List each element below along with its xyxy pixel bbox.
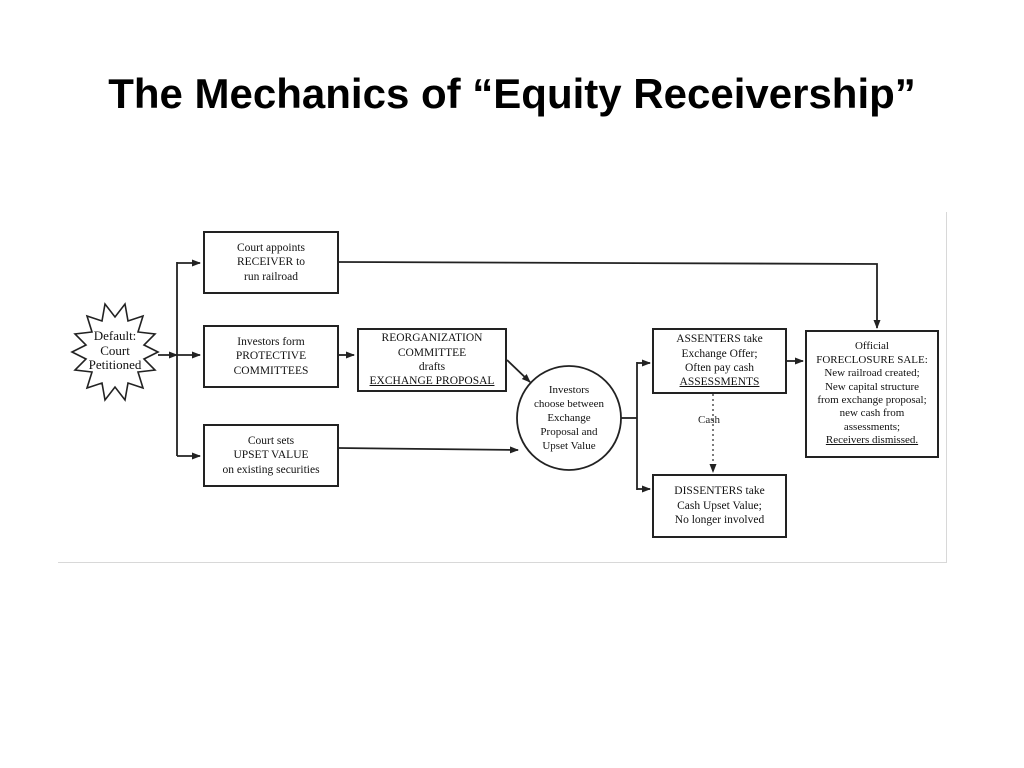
foreclosure-sale-box: Official FORECLOSURE SALE: New railroad … (805, 330, 939, 458)
reorganization-committee-box: REORGANIZATION COMMITTEE drafts EXCHANGE… (357, 328, 507, 392)
default-court-petitioned: Default: Court Petitioned (88, 328, 142, 373)
default-starburst (70, 302, 160, 402)
arrow-receiver-to-foreclosure (338, 261, 881, 329)
slide-title: The Mechanics of “Equity Receivership” (108, 70, 916, 117)
arrow-reorg-to-choice (506, 359, 531, 383)
protective-committees-box: Investors form PROTECTIVE COMMITTEES (203, 325, 339, 388)
receivership-flowchart: Default: Court Petitioned Court appoints… (58, 212, 947, 563)
upset-value-box: Court sets UPSET VALUE on existing secur… (203, 424, 339, 487)
flowchart-connectors (70, 259, 881, 493)
dissenters-box: DISSENTERS take Cash Upset Value; No lon… (652, 474, 787, 538)
receiver-box: Court appoints RECEIVER to run railroad (203, 231, 339, 294)
cash-label: Cash (698, 414, 720, 426)
investors-choose-label: Investors choose between Exchange Propos… (534, 383, 604, 453)
assenters-box: ASSENTERS take Exchange Offer; Often pay… (652, 328, 787, 394)
arrow-upset-to-choice (338, 446, 519, 454)
